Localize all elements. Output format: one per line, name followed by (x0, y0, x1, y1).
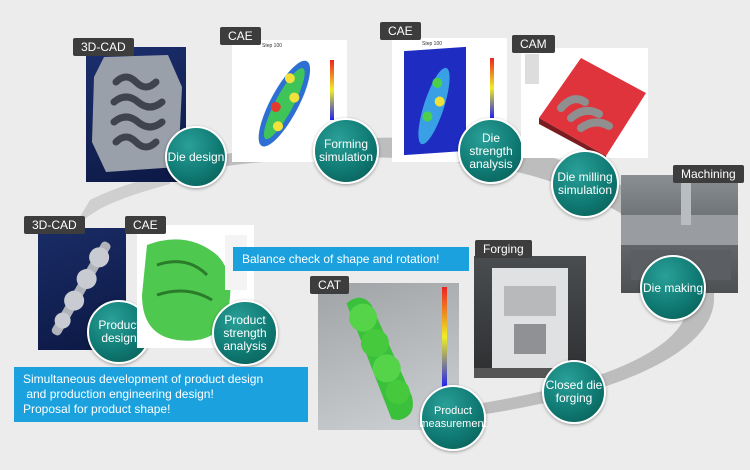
step-die-strength-analysis: Die strength analysis (458, 118, 524, 184)
step-closed-die-forging: Closed die forging (542, 360, 606, 424)
step-die-design: Die design (165, 126, 227, 188)
step-die-making: Die making (640, 255, 706, 321)
proposal-callout: Simultaneous development of product desi… (14, 367, 308, 422)
proposal-line-3: Proposal for product shape! (23, 402, 171, 416)
step-product-strength-analysis: Product strength analysis (212, 300, 278, 366)
proposal-line-1: Simultaneous development of product desi… (23, 372, 264, 386)
step-die-milling-simulation: Die milling simulation (551, 150, 619, 218)
step-product-measurement: Product measurement (419, 385, 487, 451)
tag-machining: Machining (673, 165, 744, 183)
tag-3d-cad-die: 3D-CAD (73, 38, 134, 56)
balance-check-callout: Balance check of shape and rotation! (233, 247, 469, 271)
tag-cam: CAM (512, 35, 555, 53)
tag-forging: Forging (475, 240, 532, 258)
forming-screen-title: Step 100 (262, 43, 283, 49)
tag-cae-product: CAE (125, 216, 166, 234)
forging-press-image (474, 256, 586, 378)
tag-cat: CAT (310, 276, 350, 294)
tag-cae-strength: CAE (380, 22, 421, 40)
tag-3d-cad-product: 3D-CAD (24, 216, 85, 234)
strength-screen-title: Step 100 (422, 41, 443, 47)
proposal-line-2: and production engineering design! (23, 387, 214, 401)
product-strength-image (137, 225, 254, 348)
step-forming-simulation: Forming simulation (313, 118, 379, 184)
cam-image (521, 48, 648, 158)
tag-cae-forming: CAE (220, 27, 261, 45)
